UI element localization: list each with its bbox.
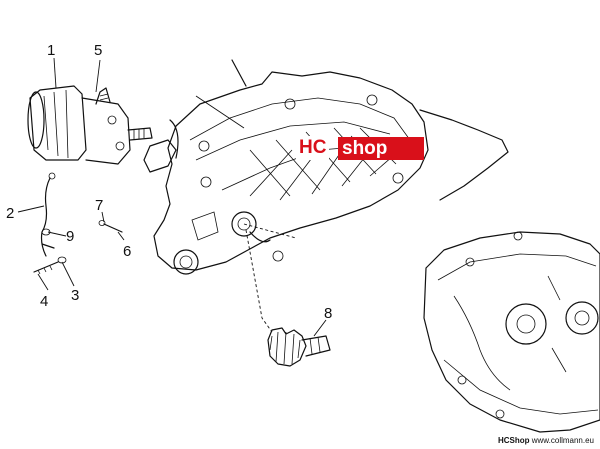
crankcase-drawing <box>153 59 429 275</box>
callout-2: 2 <box>6 205 14 222</box>
callout-4: 4 <box>40 293 48 310</box>
watermark-shop-box: shop <box>338 137 424 160</box>
watermark-hc-text: HC <box>296 136 330 160</box>
callout-5: 5 <box>94 42 102 59</box>
callout-labels: 1 5 2 9 7 6 4 3 8 <box>6 42 332 322</box>
footer-credit: HCShop www.collmann.eu <box>498 436 594 445</box>
callout-6: 6 <box>123 243 131 260</box>
gasket-outline <box>419 109 509 201</box>
transmission-cover-drawing <box>423 231 600 433</box>
cable-and-bolts <box>33 172 123 275</box>
drive-gear-drawing <box>267 327 331 367</box>
footer-brand: HCShop <box>497 436 530 445</box>
callout-3: 3 <box>71 287 79 304</box>
callout-8: 8 <box>324 305 332 322</box>
callout-1: 1 <box>47 42 55 59</box>
footer-site: www.collmann.eu <box>531 436 594 445</box>
callout-7: 7 <box>95 197 103 214</box>
leader-lines <box>17 57 327 337</box>
starter-motor-drawing <box>27 85 179 173</box>
callout-9: 9 <box>66 228 74 245</box>
watermark-shop-text: shop <box>342 138 388 159</box>
